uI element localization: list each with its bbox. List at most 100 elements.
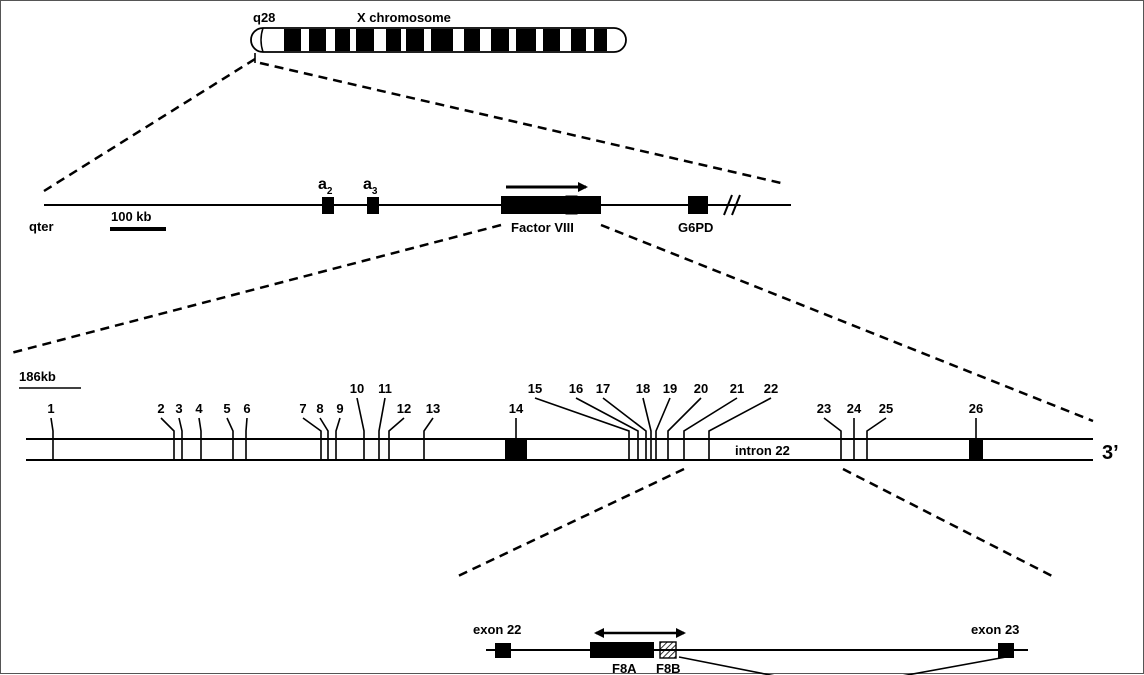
- exon-label: 12: [397, 401, 411, 416]
- chromosome-band: [284, 29, 301, 51]
- f8b-block: [659, 641, 677, 659]
- intron-22-detail: exon 22 exon 23 F8A F8B: [473, 622, 1028, 675]
- exon-tick: [160, 417, 175, 460]
- exon-tick: [866, 417, 887, 460]
- exon-label: 14: [509, 401, 524, 416]
- exon-label: 18: [636, 381, 650, 396]
- exon-tick: [602, 397, 647, 460]
- chromosome-band: [386, 29, 401, 51]
- exon-label: 1: [47, 401, 54, 416]
- exon-23-block: [998, 643, 1014, 658]
- zoom-line-2-right: [600, 223, 1094, 423]
- exon-label: 5: [223, 401, 230, 416]
- three-prime-label: 3’: [1102, 442, 1119, 464]
- zoom-line-3-right: [842, 467, 1055, 579]
- exon-tick: [423, 417, 434, 460]
- exon-tick: [388, 417, 405, 460]
- factor-viii-block: [501, 196, 601, 214]
- exon-label: 16: [569, 381, 583, 396]
- exon-tick: [302, 417, 322, 460]
- chromosome-band: [356, 29, 374, 51]
- gene-a3-label: a3: [363, 176, 378, 197]
- scale-label-186kb: 186kb: [19, 369, 56, 384]
- zoom-line-left: [43, 57, 256, 193]
- exon-label: 24: [847, 401, 862, 416]
- chromosome-band: [309, 29, 326, 51]
- exon-22-label: exon 22: [473, 622, 521, 637]
- exon-label: 11: [378, 381, 392, 396]
- exon-label: 9: [336, 401, 343, 416]
- splice-connector: [678, 656, 1007, 675]
- exon-tick: [642, 397, 652, 460]
- zoom-line-3-left: [455, 467, 685, 579]
- exon-label: 15: [528, 381, 542, 396]
- exon-tick: [667, 397, 702, 460]
- g6pd-label: G6PD: [678, 220, 713, 235]
- gene-a2-block: [322, 197, 334, 214]
- exon-label: 3: [175, 401, 182, 416]
- chromosome-band: [543, 29, 560, 51]
- exon-tick: [708, 397, 772, 460]
- exon-tick: [226, 417, 234, 460]
- centromere-mark: [260, 27, 264, 53]
- exon-label: 6: [243, 401, 250, 416]
- exon-label: 4: [195, 401, 203, 416]
- exon-label: 10: [350, 381, 364, 396]
- scale-bar-100kb: [110, 227, 166, 231]
- f8a-block: [590, 642, 654, 658]
- break-mark-1: [723, 194, 733, 216]
- exon-tick: [683, 397, 738, 460]
- zoom-line-right: [259, 61, 782, 185]
- exon-label: 17: [596, 381, 610, 396]
- break-mark-2: [731, 194, 741, 216]
- intron-22-label: intron 22: [735, 443, 790, 458]
- gene-a2-label: a2: [318, 176, 333, 197]
- exon-tick: [356, 397, 365, 460]
- chromosome-band: [516, 29, 536, 51]
- exon-label: 23: [817, 401, 831, 416]
- exon-23-label: exon 23: [971, 622, 1019, 637]
- factor-viii-hatched-segment: [565, 195, 578, 215]
- exon-tick: [378, 397, 386, 460]
- exon-tick: [319, 417, 329, 460]
- x-chromosome: q28 X chromosome: [250, 10, 627, 53]
- region-track: qter 100 kb a2 a3 Factor VIII G6PD: [29, 176, 791, 235]
- exon-label: 8: [316, 401, 323, 416]
- exon-label: 2: [157, 401, 164, 416]
- exon-label: 25: [879, 401, 893, 416]
- exon-tick: [245, 417, 248, 460]
- qter-label: qter: [29, 219, 54, 234]
- exon-tick: [50, 417, 54, 460]
- f8a-label: F8A: [612, 661, 637, 675]
- zoom-line-2-left: [10, 223, 502, 355]
- chromosome-band: [431, 29, 453, 51]
- chromosome-title: X chromosome: [357, 10, 451, 25]
- exon-label: 7: [299, 401, 306, 416]
- exon-label: 26: [969, 401, 983, 416]
- chromosome-band: [406, 29, 424, 51]
- gene-a3-block: [367, 197, 379, 214]
- chromosome-band: [594, 29, 607, 51]
- scale-label-100kb: 100 kb: [111, 209, 152, 224]
- exon-tick: [335, 417, 341, 460]
- exon-tick: [823, 417, 842, 460]
- chromosome-band: [464, 29, 480, 51]
- exon-ticks: [50, 397, 977, 460]
- exon-22-block: [495, 643, 511, 658]
- exon-tick: [178, 417, 183, 460]
- f8b-label: F8B: [656, 661, 681, 675]
- g6pd-block: [688, 196, 708, 214]
- exon-label: 20: [694, 381, 708, 396]
- exon-label: 22: [764, 381, 778, 396]
- chromosome-band: [491, 29, 509, 51]
- exon-tick: [655, 397, 671, 460]
- exon-label: 13: [426, 401, 440, 416]
- factor-viii-label: Factor VIII: [511, 220, 574, 235]
- exon-label: 21: [730, 381, 744, 396]
- exon-tick: [575, 397, 639, 460]
- chromosome-band: [335, 29, 350, 51]
